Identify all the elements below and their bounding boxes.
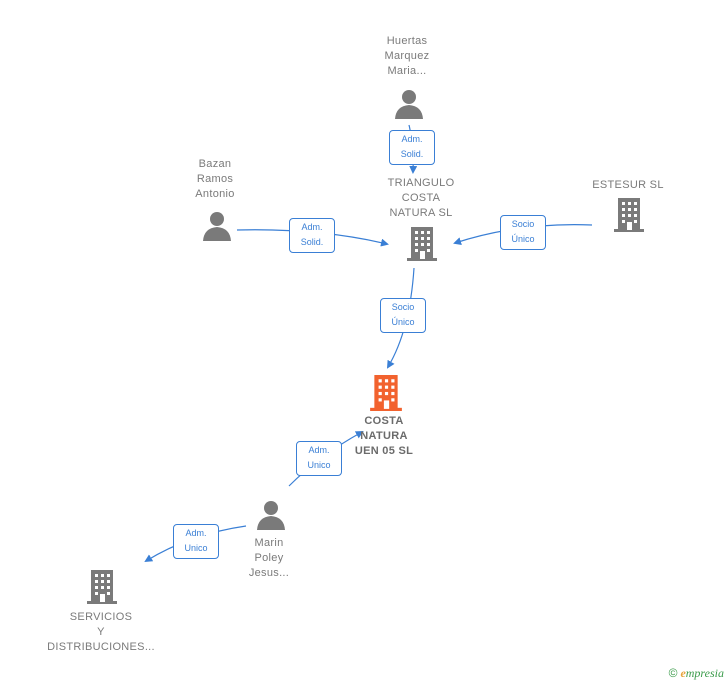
edge-label-bazan-triangulo: Adm. Solid. bbox=[289, 218, 335, 253]
person-icon[interactable] bbox=[395, 89, 423, 119]
node-label-marin[interactable]: Marin Poley Jesus... bbox=[248, 537, 290, 579]
building-icon[interactable] bbox=[407, 227, 437, 261]
node-label-huertas[interactable]: Huertas Marquez Maria... bbox=[384, 35, 430, 77]
building-icon[interactable] bbox=[87, 570, 117, 604]
building-icon[interactable] bbox=[614, 198, 644, 232]
edge-label-estesur-triangulo: Socio Único bbox=[500, 215, 546, 250]
brand-e-letter: e bbox=[680, 666, 686, 680]
person-icon[interactable] bbox=[203, 211, 231, 241]
edge-label-marin-servicios: Adm. Unico bbox=[173, 524, 219, 559]
edge-label-huertas-triangulo: Adm. Solid. bbox=[389, 130, 435, 165]
building-focus-icon[interactable] bbox=[370, 375, 402, 411]
edge-label-triangulo-costa: Socio Único bbox=[380, 298, 426, 333]
brand-name: mpresia bbox=[685, 666, 724, 680]
node-label-costa-natura[interactable]: COSTA NATURA UEN 05 SL bbox=[354, 415, 414, 457]
copyright-symbol: © bbox=[668, 666, 678, 680]
node-label-servicios[interactable]: SERVICIOS Y DISTRIBUCIONES... bbox=[47, 611, 155, 653]
node-label-bazan[interactable]: Bazan Ramos Antonio bbox=[195, 158, 235, 200]
node-label-estesur[interactable]: ESTESUR SL bbox=[592, 179, 664, 191]
node-label-triangulo[interactable]: TRIANGULO COSTA NATURA SL bbox=[387, 177, 455, 219]
empresia-logo[interactable]: © empresia bbox=[669, 666, 724, 681]
person-icon[interactable] bbox=[257, 500, 285, 530]
edge-label-marin-costa: Adm. Unico bbox=[296, 441, 342, 476]
